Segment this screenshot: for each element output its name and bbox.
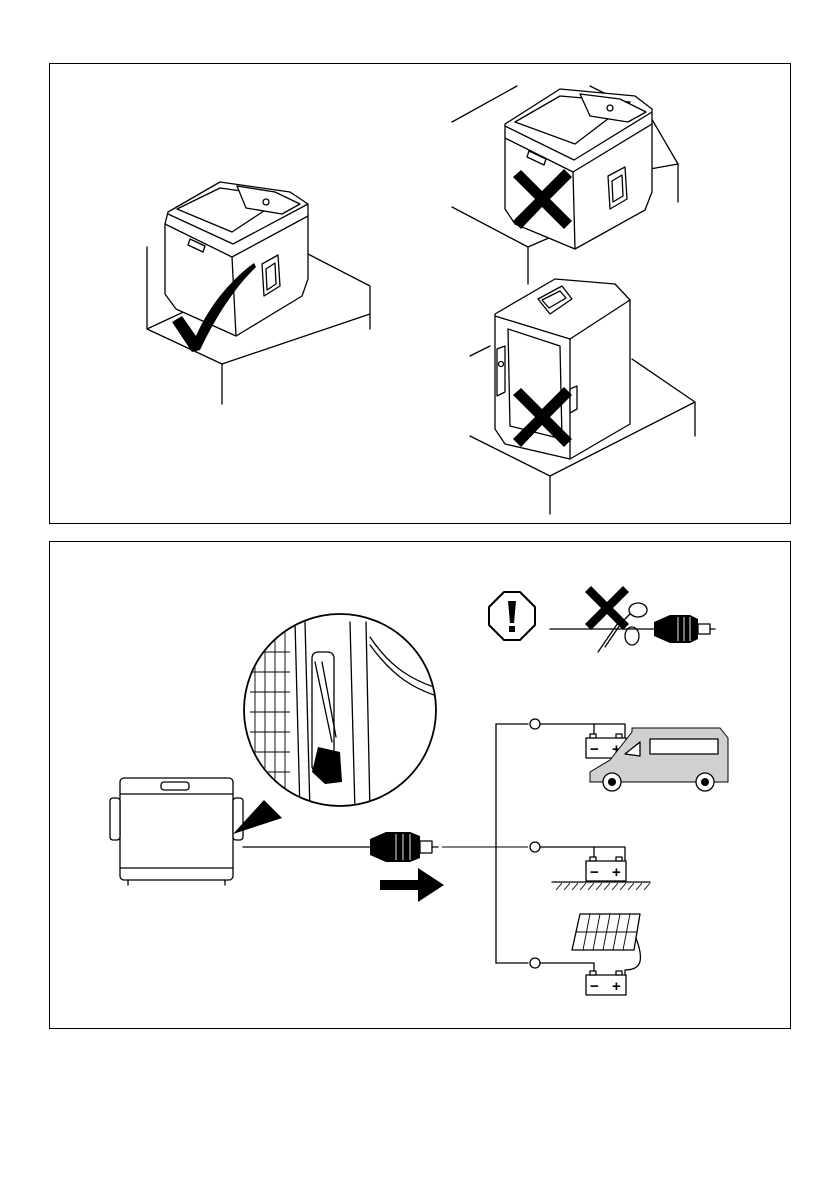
battery-plus-label: +: [612, 864, 621, 881]
battery-minus-label: −: [590, 741, 599, 758]
battery-minus-label: −: [590, 864, 599, 881]
ground-icon: [552, 882, 650, 890]
battery-icon: − +: [586, 971, 626, 995]
dc-plug-icon: [654, 615, 715, 643]
placement-illustration: [50, 64, 792, 525]
connection-panel: − + − +: [49, 541, 791, 1029]
source-stationary-battery: − +: [530, 842, 650, 890]
cooler-overhanging: [505, 89, 652, 249]
cross-icon: [585, 586, 629, 630]
figure-side-placement: [470, 279, 695, 514]
solar-panel-icon: [572, 914, 640, 950]
cooler-front: [110, 778, 243, 885]
dc-plug-icon: [370, 832, 438, 862]
figure-overhang-placement: [452, 86, 678, 284]
magnifier-detail-icon: [233, 614, 450, 834]
source-vehicle-battery: − +: [530, 719, 728, 791]
battery-plus-label: +: [612, 978, 621, 995]
do-not-cut-warning: [550, 586, 715, 652]
arrow-right-icon: [380, 868, 444, 902]
battery-minus-label: −: [590, 978, 599, 995]
figure-correct-placement: [147, 182, 370, 404]
warning-octagon-icon: [489, 592, 535, 640]
connection-illustration: − + − +: [50, 542, 792, 1030]
source-solar-battery: − +: [530, 914, 640, 995]
battery-icon: − +: [586, 857, 626, 881]
cooler-upright: [165, 182, 308, 336]
placement-panel: [49, 63, 791, 524]
